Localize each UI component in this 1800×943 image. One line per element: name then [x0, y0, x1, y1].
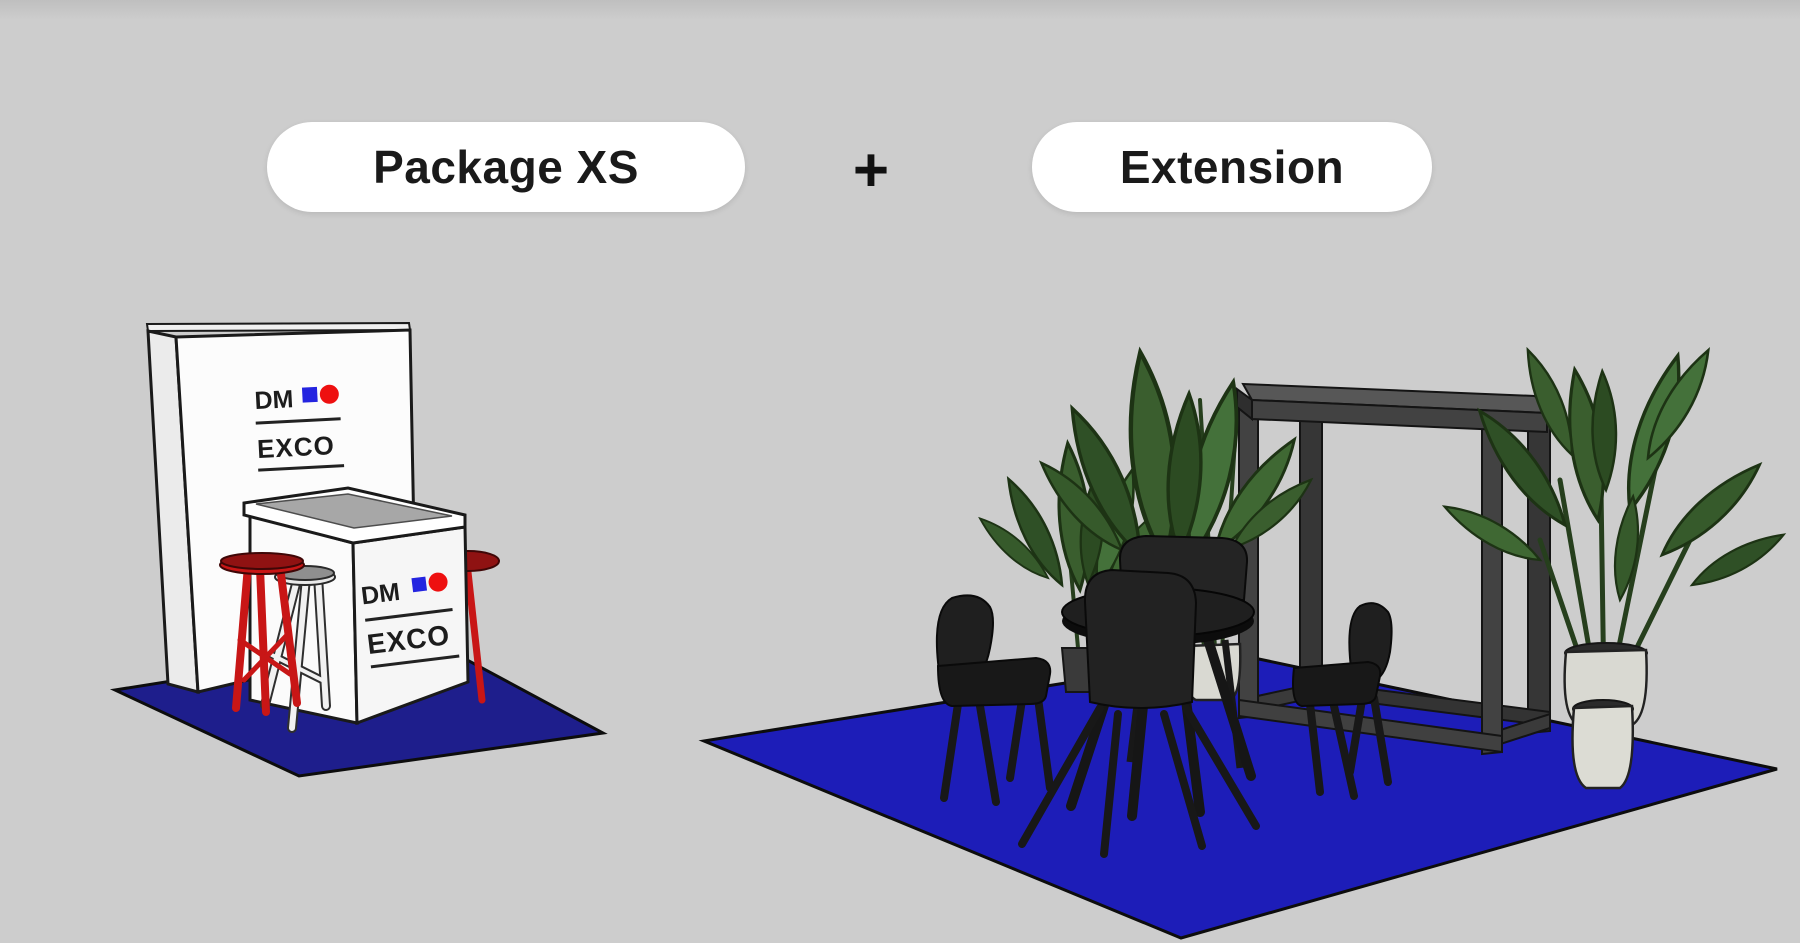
high-table-stretcher-front: [1238, 698, 1503, 754]
plant-right: [1437, 342, 1790, 790]
counter-logo-blue-square: [411, 576, 428, 593]
chair-seat: [936, 656, 1052, 708]
high-table-leg-back-left: [1299, 404, 1323, 702]
stool-leg: [464, 568, 486, 704]
chair-front: [1018, 568, 1260, 858]
chair-backrest: [1348, 602, 1393, 682]
package-xs-label: Package XS: [373, 141, 639, 193]
leaf: [1609, 494, 1644, 603]
counter-logo-bottom-line: [370, 654, 460, 669]
plant-pot-front: [1571, 704, 1635, 790]
leaf: [1686, 523, 1790, 597]
counter: [242, 486, 470, 726]
chair-left: [935, 594, 1054, 806]
wall-logo-bottom-line: [258, 464, 345, 472]
chair-right: [1292, 602, 1393, 800]
extension-label: Extension: [1119, 141, 1345, 193]
stool-seat: [220, 552, 304, 570]
wall-logo-divider-line: [255, 417, 341, 425]
wall-logo-dm: DM: [254, 385, 294, 415]
chair-back-shell: [1083, 568, 1198, 709]
high-table-top-front: [1251, 398, 1548, 434]
wall-logo-blue-square: [301, 386, 318, 403]
stool-leg: [256, 564, 270, 716]
dmexco-logo-wall: DM EXCO: [254, 384, 345, 472]
top-shade: [0, 0, 1800, 20]
stool-brace: [270, 653, 324, 682]
chair-seat: [1292, 660, 1382, 708]
counter-top-surface: [255, 493, 453, 529]
plus-sign: +: [852, 135, 890, 205]
stool-brace: [241, 631, 291, 683]
extension-label-pill: Extension: [1032, 122, 1432, 212]
counter-logo-divider-line: [365, 608, 453, 622]
counter-logo-red-dot: [428, 572, 448, 592]
package-xs-label-pill: Package XS: [267, 122, 745, 212]
wall-logo-exco: EXCO: [256, 430, 335, 464]
stool-leg: [315, 573, 329, 709]
chair-legs: [1306, 694, 1392, 800]
bar-stool-red: [219, 552, 305, 716]
extension-area: [698, 342, 1790, 940]
wall-logo-red-dot: [319, 384, 339, 404]
counter-logo-dm: DM: [360, 578, 402, 611]
stool-leg: [232, 562, 252, 712]
chair-legs: [940, 694, 1054, 806]
high-table-leg-front-right: [1481, 411, 1503, 756]
chair-legs: [1018, 704, 1260, 858]
package-xs-booth: DM EXCO DM: [109, 321, 608, 778]
